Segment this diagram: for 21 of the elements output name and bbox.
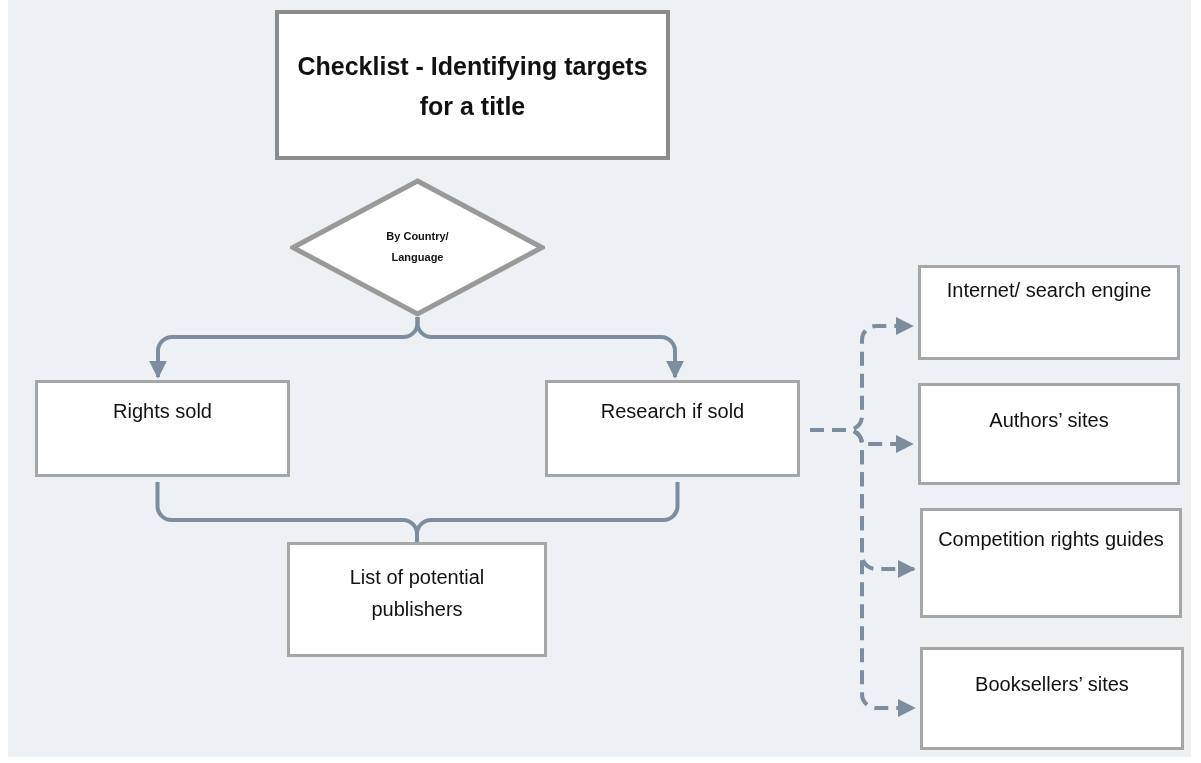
- connector-line: [415, 482, 680, 542]
- arrow: [415, 317, 684, 379]
- node-label: List of potential publishers: [348, 565, 486, 622]
- process-box: [918, 383, 1180, 485]
- node-label: By Country/ Language: [385, 229, 450, 265]
- title-box: [275, 10, 670, 160]
- node-label: Authors’ sites: [988, 408, 1110, 433]
- process-box: [918, 265, 1180, 360]
- dashed-arrow: [810, 428, 916, 717]
- node-label: Competition rights guides: [937, 527, 1165, 552]
- node-label: Rights sold: [112, 399, 213, 424]
- process-box: [287, 542, 547, 657]
- node-label: Research if sold: [599, 399, 746, 424]
- process-box: [35, 380, 290, 477]
- process-box: [920, 647, 1184, 750]
- process-box: [920, 508, 1182, 618]
- process-box: [545, 380, 800, 477]
- node-label: Internet/ search engine: [945, 278, 1153, 303]
- node-label: Booksellers’ sites: [974, 672, 1130, 697]
- title-text: Checklist - Identifying targets for a title: [296, 51, 649, 122]
- decision-diamond: [290, 178, 545, 317]
